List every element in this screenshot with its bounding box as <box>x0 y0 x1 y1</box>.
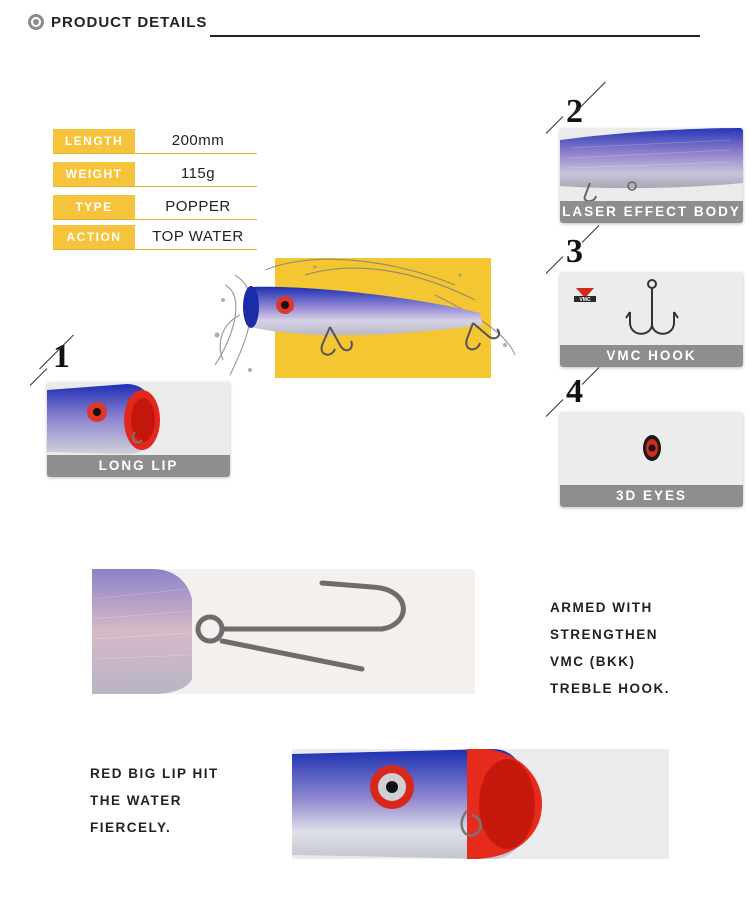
spec-value: 200mm <box>171 132 225 149</box>
lip-closeup-photo <box>292 749 669 859</box>
callout-number: 1 <box>53 338 70 375</box>
spec-label: WEIGHT <box>53 162 135 186</box>
callout-number: 4 <box>566 373 583 410</box>
treble-hook-icon <box>625 279 679 335</box>
vmc-logo: VMC <box>574 286 596 303</box>
target-icon <box>28 14 44 30</box>
feature-line: FIERCELY. <box>90 820 172 835</box>
feature-text-lip: RED BIG LIP HIT THE WATER FIERCELY. <box>90 760 219 841</box>
callout-slash <box>29 368 48 386</box>
feature-line: TREBLE HOOK. <box>550 681 671 696</box>
hero-lure-image <box>214 258 516 378</box>
spec-row-type: TYPE POPPER <box>53 195 257 220</box>
callout-slash <box>581 225 600 243</box>
3d-eye-icon <box>643 435 661 461</box>
section-header: PRODUCT DETAILS <box>0 0 750 40</box>
callout-card-long-lip: LONG LIP <box>47 382 230 477</box>
spec-row-weight: WEIGHT 115g <box>53 162 257 187</box>
feature-line: ARMED WITH <box>550 600 653 615</box>
lure-body-image <box>560 128 743 201</box>
spec-label: ACTION <box>53 225 135 249</box>
feature-line: RED BIG LIP HIT <box>90 766 219 781</box>
callout-card-vmc-hook: VMC VMC HOOK <box>560 272 743 367</box>
callout-number: 3 <box>566 233 583 270</box>
header-divider <box>210 35 700 37</box>
spec-row-length: LENGTH 200mm <box>53 129 257 154</box>
feature-text-hook: ARMED WITH STRENGTHEN VMC (BKK) TREBLE H… <box>550 594 670 702</box>
callout-slash <box>545 256 564 274</box>
callout-label: VMC HOOK <box>560 345 743 367</box>
vmc-logo-icon: VMC <box>574 288 596 303</box>
svg-text:VMC: VMC <box>579 297 591 302</box>
spec-value: 115g <box>180 165 216 182</box>
callout-label: 3D EYES <box>560 485 743 507</box>
page-title: PRODUCT DETAILS <box>51 14 208 31</box>
callout-slash <box>581 367 600 385</box>
callout-label: LONG LIP <box>47 455 230 477</box>
callout-card-3d-eyes: 3D EYES <box>560 412 743 507</box>
feature-line: STRENGTHEN <box>550 627 659 642</box>
spec-value: TOP WATER <box>152 228 244 245</box>
spec-label: LENGTH <box>53 129 135 153</box>
spec-value: POPPER <box>165 198 231 215</box>
lure-head-image <box>47 382 230 455</box>
spec-row-action: ACTION TOP WATER <box>53 225 257 250</box>
feature-line: VMC (BKK) <box>550 654 636 669</box>
spec-label: TYPE <box>53 195 135 219</box>
feature-line: THE WATER <box>90 793 182 808</box>
hook-closeup-photo <box>92 569 475 694</box>
callout-label: LASER EFFECT BODY <box>560 201 743 223</box>
callout-card-laser-body: LASER EFFECT BODY <box>560 128 743 223</box>
